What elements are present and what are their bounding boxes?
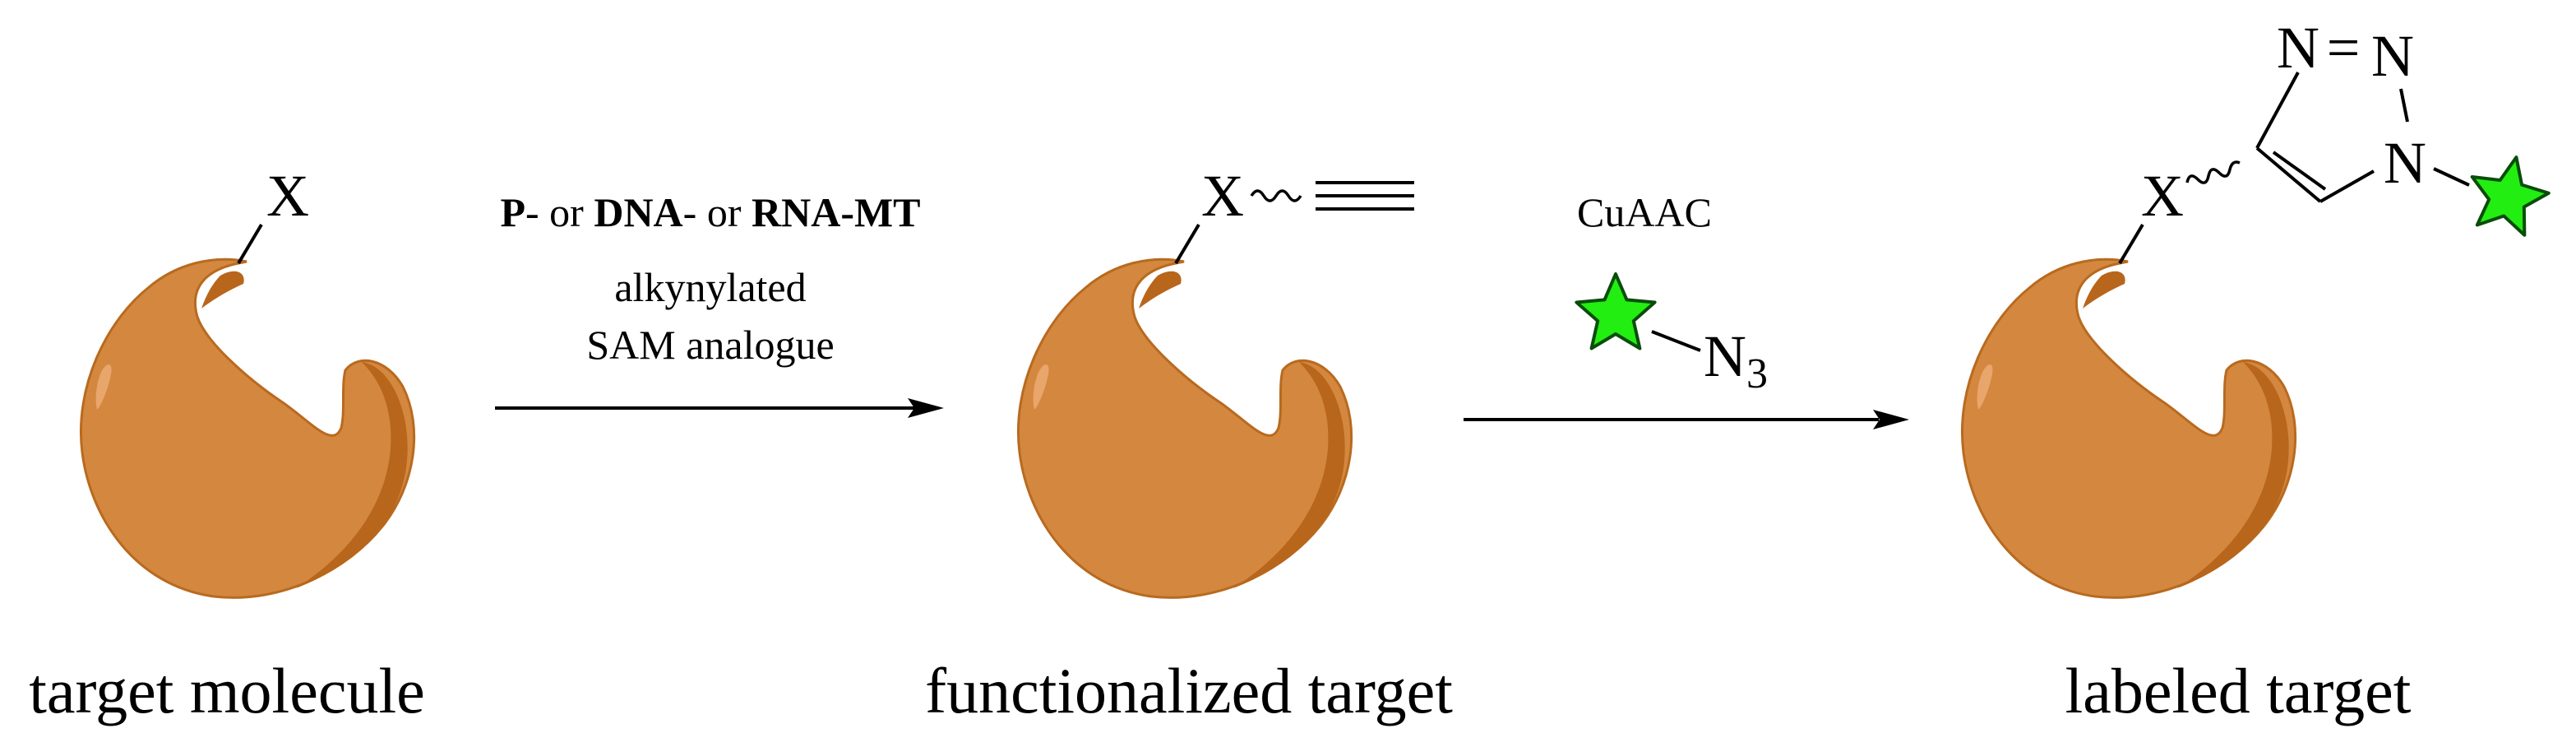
functionalized-atom-x: X: [1201, 163, 1244, 229]
azide-subscript: 3: [1746, 350, 1768, 397]
caption-functionalized-target: functionalized target: [925, 655, 1453, 726]
enzyme-dash: -: [840, 189, 854, 235]
target-molecule-shape: [79, 258, 416, 599]
labeled-target-group: X N = N N labeled target: [1960, 15, 2556, 726]
star-bond: [2433, 167, 2470, 187]
triazole-ring: [2255, 72, 2409, 203]
target-atom-x: X: [266, 163, 309, 229]
azide-bond: [1651, 330, 1701, 352]
enzyme-rna: RNA: [752, 189, 840, 235]
labeled-atom-x: X: [2141, 163, 2184, 229]
target-bond: [237, 223, 263, 265]
enzyme-sep-1: - or: [525, 189, 594, 235]
azide-group: N3: [1704, 323, 1768, 397]
step1-reagent-line2: SAM analogue: [586, 322, 834, 368]
azide-n: N: [1704, 323, 1746, 389]
enzyme-dna: DNA: [594, 189, 682, 235]
enzyme-mt: MT: [854, 189, 921, 235]
labeled-bond: [2118, 223, 2144, 265]
step2-method: CuAAC: [1577, 189, 1712, 235]
labeled-molecule-shape: [1960, 258, 2297, 599]
step2-arrow-head: [1873, 410, 1909, 429]
caption-target-molecule: target molecule: [29, 655, 425, 726]
wavy-bond-1: [1250, 189, 1302, 202]
functionalized-molecule-shape: [1016, 258, 1353, 599]
wavy-bond-2: [2185, 160, 2241, 184]
labeled-star-icon: [2461, 147, 2556, 240]
enzyme-sep-2: - or: [683, 189, 752, 235]
fluorophore-star-icon: [1575, 272, 1657, 350]
functionalized-target-group: X functionalized target: [925, 163, 1453, 726]
target-molecule-group: X target molecule: [29, 163, 425, 726]
step2-group: CuAAC N3: [1464, 189, 1909, 429]
triazole-n1: N: [2277, 15, 2319, 81]
triazole-n2: N: [2371, 23, 2414, 89]
step1-arrow-head: [908, 398, 944, 418]
triazole-n3: N: [2384, 130, 2426, 196]
step1-group: P- or DNA- or RNA-MT alkynylated SAM ana…: [495, 189, 944, 418]
step1-reagent-line1: alkynylated: [614, 264, 806, 310]
step1-enzymes: P- or DNA- or RNA-MT: [500, 189, 920, 235]
enzyme-p: P: [500, 189, 525, 235]
functionalized-bond: [1174, 223, 1200, 265]
triazole-double-bond: =: [2327, 15, 2361, 81]
alkyne-triple-bond: [1316, 181, 1414, 211]
caption-labeled-target: labeled target: [2065, 655, 2412, 726]
